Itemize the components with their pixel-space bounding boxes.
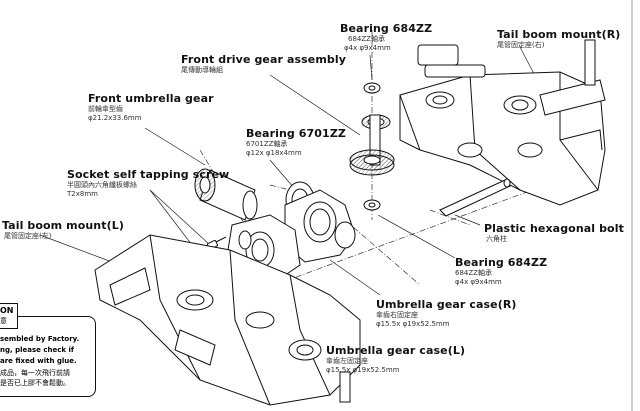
label-bearing-684zz-bottom: Bearing 684ZZ 684ZZ軸承 φ4x φ9x4mm bbox=[455, 256, 547, 287]
label-umbrella-gear-case-r: Umbrella gear case(R) 傘齒右固定座 φ15.5x φ19x… bbox=[376, 298, 517, 329]
notice-frame bbox=[0, 316, 96, 397]
label-cn: 前輪傘型齒 bbox=[88, 105, 123, 113]
label-spec: T2x8mm bbox=[67, 190, 98, 198]
tail-boom-mount-right-part bbox=[399, 39, 606, 206]
front-drive-gear-assembly-part bbox=[349, 82, 395, 211]
label-cn: 尾傳動導輪組 bbox=[181, 66, 223, 74]
assembly-notice-box: ON 意 sembled by Factory. ng, please chec… bbox=[0, 303, 96, 397]
umbrella-gear-case-right-part bbox=[284, 189, 356, 263]
label-front-drive-gear-assembly: Front drive gear assembly 尾傳動導輪組 bbox=[181, 53, 346, 75]
label-cn: 684ZZ軸承 bbox=[348, 35, 385, 43]
label-bearing-684zz-top: Bearing 684ZZ 684ZZ軸承 φ4x φ9x4mm bbox=[340, 22, 432, 53]
label-spec: φ12x φ18x4mm bbox=[246, 149, 302, 157]
label-cn: 尾管固定座(左) bbox=[4, 232, 52, 240]
notice-line-cn-1: 成品，每一次飛行前請 bbox=[0, 369, 70, 377]
label-cn: 684ZZ軸承 bbox=[455, 269, 492, 277]
notice-line-1: sembled by Factory. bbox=[0, 335, 80, 343]
notice-line-2: ng, please check if bbox=[0, 346, 74, 354]
label-title: Umbrella gear case(R) bbox=[376, 298, 517, 311]
notice-line-cn-2: 是否已上膠不會鬆動。 bbox=[0, 379, 70, 387]
label-title: Bearing 684ZZ bbox=[340, 22, 433, 35]
plastic-hexagonal-bolt-part bbox=[439, 178, 511, 217]
label-title: Umbrella gear case(L) bbox=[326, 344, 466, 357]
notice-line-3: are fixed with glue. bbox=[0, 357, 77, 365]
label-cn: 半圓頭內六角纖板螺絲 bbox=[67, 181, 137, 189]
notice-title-cn: 意 bbox=[0, 317, 7, 325]
label-socket-self-tapping-screw: Socket self tapping screw 半圓頭內六角纖板螺絲 T2x… bbox=[67, 168, 229, 199]
label-spec: φ4x φ9x4mm bbox=[344, 44, 391, 52]
notice-title: ON bbox=[0, 306, 14, 315]
label-tail-boom-mount-l: Tail boom mount(L) 尾管固定座(左) bbox=[2, 219, 124, 241]
label-bearing-6701zz: Bearing 6701ZZ 6701ZZ軸承 φ12x φ18x4mm bbox=[246, 127, 346, 158]
label-umbrella-gear-case-l: Umbrella gear case(L) 傘齒左固定座 φ15.5x φ19x… bbox=[326, 344, 465, 375]
label-tail-boom-mount-r: Tail boom mount(R) 尾管固定座(右) bbox=[497, 28, 620, 50]
label-title: Tail boom mount(R) bbox=[497, 28, 621, 41]
label-spec: φ15.5x φ19x52.5mm bbox=[376, 320, 450, 328]
label-plastic-hexagonal-bolt: Plastic hexagonal bolt 六角柱 bbox=[484, 222, 624, 244]
label-title: Socket self tapping screw bbox=[67, 168, 230, 181]
label-title: Bearing 6701ZZ bbox=[246, 127, 346, 140]
label-cn: 六角柱 bbox=[486, 235, 507, 243]
label-title: Tail boom mount(L) bbox=[2, 219, 124, 232]
label-spec: φ4x φ9x4mm bbox=[455, 278, 502, 286]
label-title: Front umbrella gear bbox=[88, 92, 214, 105]
notice-title-box bbox=[0, 303, 18, 329]
front-umbrella-gear-part bbox=[194, 168, 258, 221]
label-spec: φ21.2x33.6mm bbox=[88, 114, 142, 122]
label-title: Bearing 684ZZ bbox=[455, 256, 548, 269]
label-title: Plastic hexagonal bolt bbox=[484, 222, 624, 235]
label-cn: 6701ZZ軸承 bbox=[246, 140, 288, 148]
label-front-umbrella-gear: Front umbrella gear 前輪傘型齒 φ21.2x33.6mm bbox=[88, 92, 214, 123]
label-cn: 傘齒右固定座 bbox=[376, 311, 418, 319]
tail-boom-mount-left-part bbox=[94, 234, 361, 406]
label-spec: φ15.5x φ19x52.5mm bbox=[326, 366, 400, 374]
label-cn: 傘齒左固定座 bbox=[326, 357, 368, 365]
label-title: Front drive gear assembly bbox=[181, 53, 347, 66]
label-cn: 尾管固定座(右) bbox=[497, 41, 545, 49]
